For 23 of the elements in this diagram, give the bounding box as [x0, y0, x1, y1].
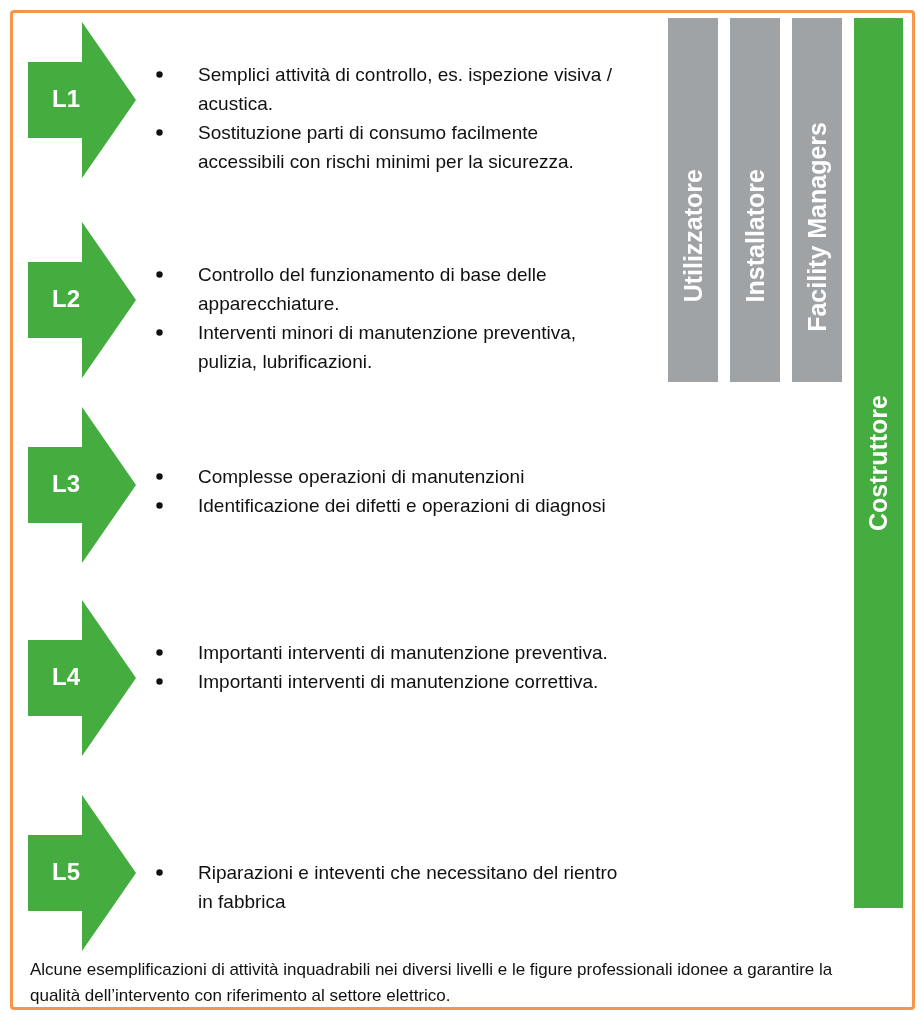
bullet-text: Riparazioni e inteventi che necessitano del rientro in fabbrica — [198, 861, 619, 914]
role-bar — [668, 18, 718, 382]
level-label: L2 — [52, 284, 80, 314]
bullet-text: Complesse operazioni di manutenzioni — [198, 465, 526, 489]
caption: Alcune esemplificazioni di attività inquadrabili nei diversi livelli e le figure professionali idonee a garantire la qualità dell’intervento con riferimento al settore elettrico. — [30, 959, 834, 1007]
bullet-text: Importanti interventi di manutenzione preventiva. — [198, 641, 609, 665]
bullet-text: Interventi minori di manutenzione preventiva, pulizia, lubrificazioni. — [198, 321, 578, 374]
role-bar — [792, 18, 842, 382]
role-label: Utilizzatore — [678, 168, 708, 302]
level-label: L3 — [52, 469, 80, 499]
level-label: L5 — [52, 857, 80, 887]
role-label: Costruttore — [864, 394, 893, 532]
level-label: L1 — [52, 84, 80, 114]
bullet-text: Controllo del funzionamento di base delle apparecchiature. — [198, 263, 548, 316]
bullet-text: Sostituzione parti di consumo facilmente accessibili con rischi minimi per la sicurezza. — [198, 121, 575, 174]
role-bar — [854, 18, 903, 908]
bullet-text: Semplici attività di controllo, es. ispezione visiva / acustica. — [198, 63, 613, 116]
role-label: Installatore — [740, 168, 770, 302]
bullet-text: Importanti interventi di manutenzione correttiva. — [198, 670, 600, 694]
level-label: L4 — [52, 662, 80, 692]
role-label: Facility Managers — [802, 122, 832, 332]
bullet-text: Identificazione dei difetti e operazioni di diagnosi — [198, 494, 607, 518]
role-bar — [730, 18, 780, 382]
